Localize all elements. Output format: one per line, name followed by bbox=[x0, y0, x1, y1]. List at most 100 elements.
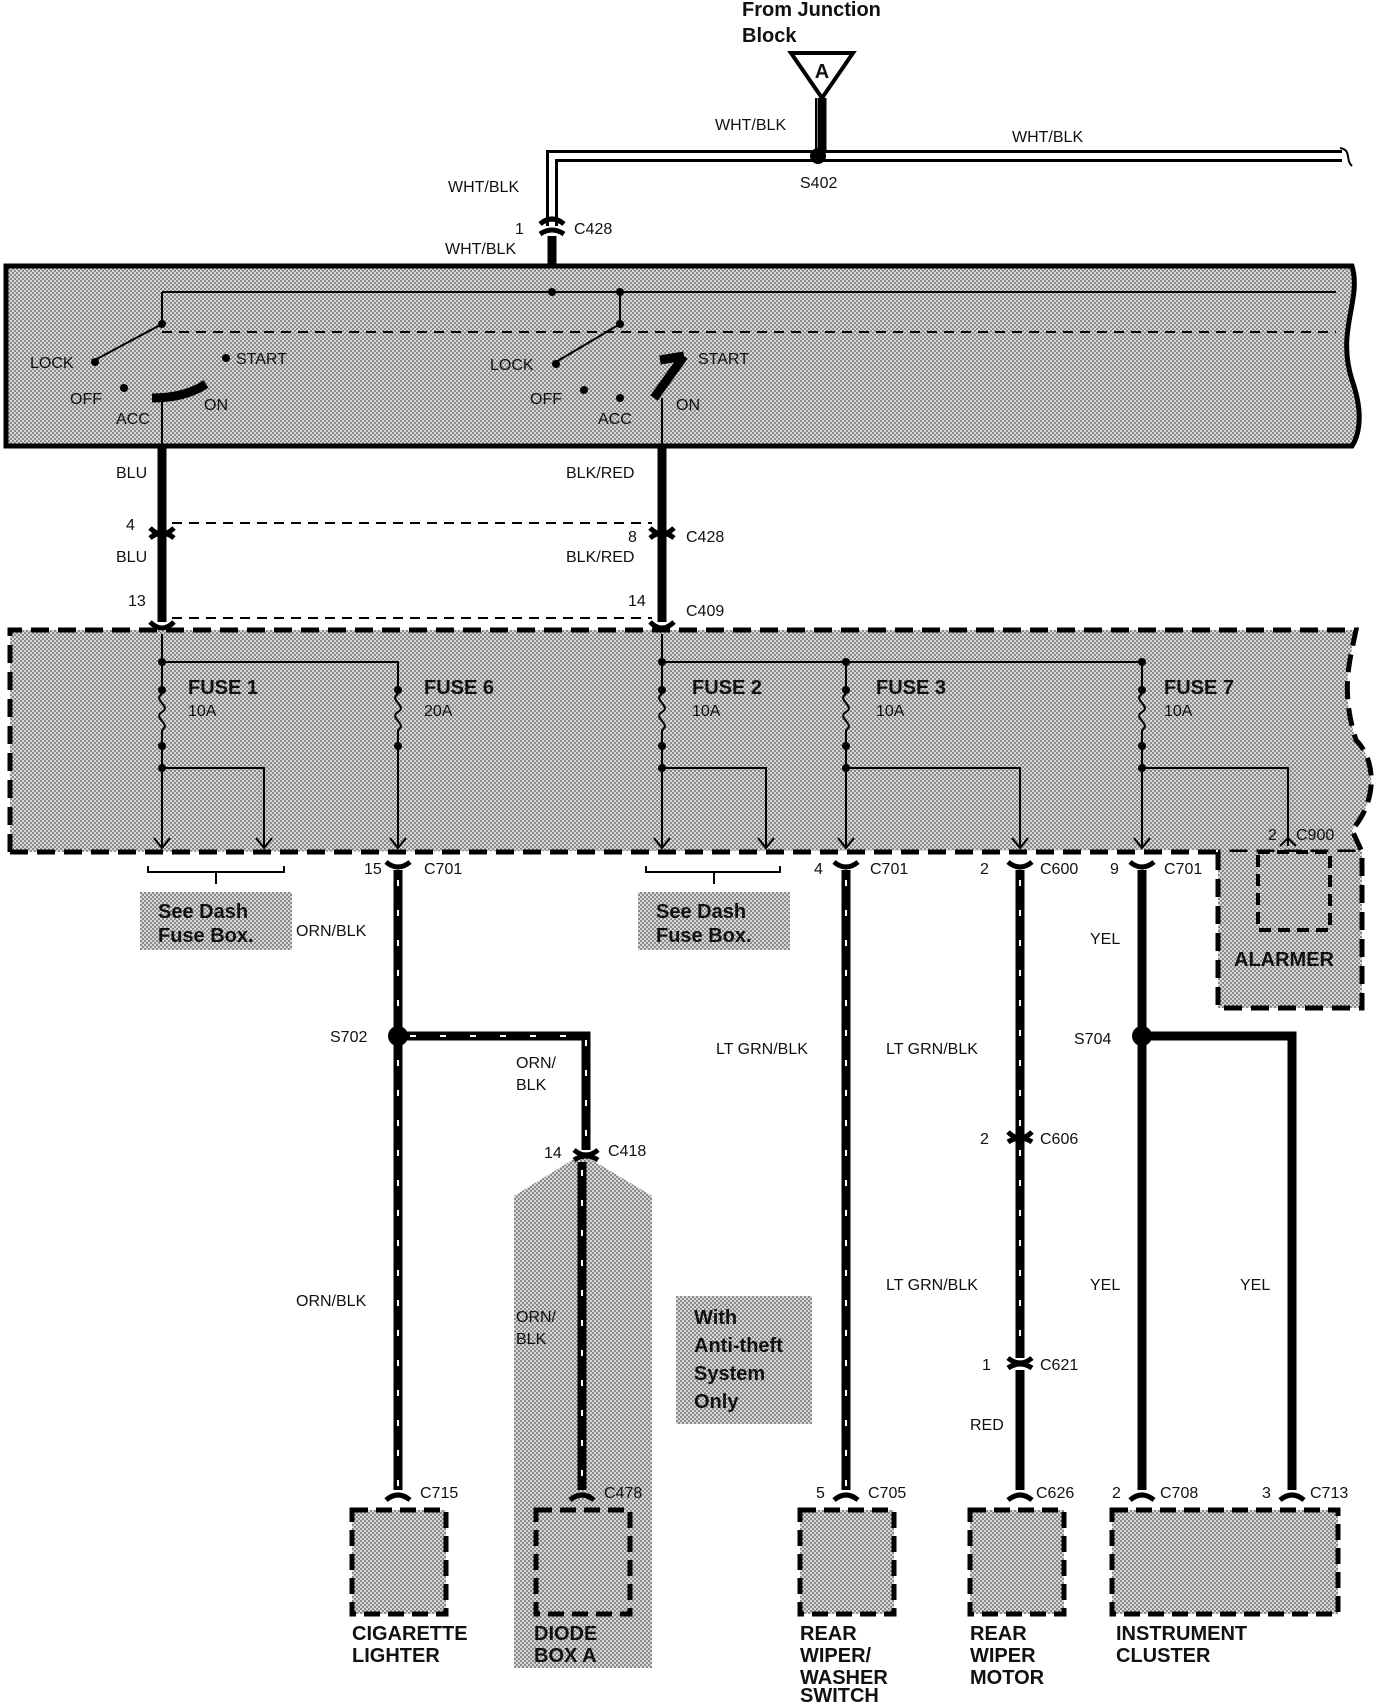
rear-wiper-motor-box bbox=[967, 1507, 1067, 1617]
pin-5: 5 bbox=[816, 1485, 825, 1502]
connector-c715-label: C715 bbox=[420, 1485, 458, 1502]
fuse-7-rating: 10A bbox=[1164, 703, 1193, 720]
pin-4: 4 bbox=[126, 517, 135, 534]
fuse-6: FUSE 6 20A bbox=[389, 677, 494, 850]
ic-label-2: CLUSTER bbox=[1116, 1645, 1211, 1667]
connector-c428-label-mid: C428 bbox=[686, 529, 724, 546]
connector-c705-icon bbox=[832, 1492, 860, 1503]
fuse-7: FUSE 7 10A bbox=[1133, 662, 1297, 850]
fuse-1-symbol-icon bbox=[158, 693, 166, 731]
switch1-on: ON bbox=[204, 397, 228, 414]
fuse-bus-1 bbox=[161, 634, 399, 688]
fuse-7-name: FUSE 7 bbox=[1164, 677, 1234, 699]
fuse-2: FUSE 2 10A bbox=[653, 662, 775, 850]
splice-s402-label: S402 bbox=[800, 175, 837, 192]
fuse-3-symbol-icon bbox=[842, 693, 850, 731]
wire-label-blk: BLK bbox=[516, 1077, 547, 1094]
wire-label-lt-grn-blk-a: LT GRN/BLK bbox=[716, 1041, 808, 1058]
connector-c701-15-icon bbox=[384, 859, 412, 870]
anti-theft-line2: Anti-theft bbox=[694, 1335, 783, 1357]
circuit-cigarette-lighter: 15 C701 ORN/BLK S702 ORN/BLK C715 CIGARE… bbox=[296, 859, 468, 1667]
source-label-line1: From Junction bbox=[742, 0, 881, 21]
connector-c409-blkred-icon bbox=[648, 620, 676, 631]
pin-14-c409: 14 bbox=[628, 593, 646, 610]
connector-c409-blu-icon bbox=[148, 620, 176, 631]
anti-theft-line4: Only bbox=[694, 1391, 739, 1413]
pin-4-c701: 4 bbox=[814, 861, 823, 878]
cig-label-1: CIGARETTE bbox=[352, 1623, 468, 1645]
diode-label-1: DIODE bbox=[534, 1623, 597, 1645]
instrument-cluster-box bbox=[1109, 1507, 1341, 1617]
ic-label-1: INSTRUMENT bbox=[1116, 1623, 1247, 1645]
pin-13: 13 bbox=[128, 593, 146, 610]
connector-c701-9-icon bbox=[1128, 859, 1156, 870]
rear-wiper-washer-switch-box bbox=[797, 1507, 897, 1617]
connector-c478-label: C478 bbox=[604, 1485, 642, 1502]
see-dash-1-line2: Fuse Box. bbox=[158, 925, 254, 947]
rwm-label-1: REAR bbox=[970, 1623, 1027, 1645]
connector-c428-label-top: C428 bbox=[574, 221, 612, 238]
splice-s702-label: S702 bbox=[330, 1029, 367, 1046]
wire-label-orn-blk-a: ORN/BLK bbox=[296, 923, 367, 940]
wire-label-yel-b: YEL bbox=[1090, 1277, 1120, 1294]
fuse-3: FUSE 3 10A bbox=[837, 662, 1029, 850]
connector-c409-label: C409 bbox=[686, 603, 724, 620]
source-label-line2: Block bbox=[742, 25, 797, 47]
connector-triangle-icon bbox=[787, 51, 857, 102]
rws-label-3: WASHER bbox=[800, 1667, 888, 1689]
diode-label-2: BOX A bbox=[534, 1645, 597, 1667]
diode-box-a bbox=[533, 1507, 633, 1617]
wire-label-blu-a: BLU bbox=[116, 465, 147, 482]
wire-label-lt-grn-blk-b: LT GRN/BLK bbox=[886, 1041, 978, 1058]
rws-label-2: WIPER/ bbox=[800, 1645, 872, 1667]
connector-c715-icon bbox=[384, 1492, 412, 1503]
fuse-3-rating: 10A bbox=[876, 703, 905, 720]
switch1-acc: ACC bbox=[116, 411, 150, 428]
connector-c705-label: C705 bbox=[868, 1485, 906, 1502]
connector-c701-label-2: C701 bbox=[870, 861, 908, 878]
ignition-switch-2: LOCK START OFF ACC ON bbox=[490, 320, 749, 446]
splice-s402-dot bbox=[810, 148, 826, 164]
fuse-3-name: FUSE 3 bbox=[876, 677, 946, 699]
switch2-acc: ACC bbox=[598, 411, 632, 428]
see-dash-note-1: See Dash Fuse Box. bbox=[140, 866, 292, 950]
connector-c606-label: C606 bbox=[1040, 1131, 1078, 1148]
fuse-box-border bbox=[7, 627, 1374, 855]
wire-label-wht-blk-a: WHT/BLK bbox=[715, 117, 786, 134]
rws-label-1: REAR bbox=[800, 1623, 857, 1645]
connector-c900-label: C900 bbox=[1296, 827, 1334, 844]
connector-c708-icon bbox=[1128, 1492, 1156, 1503]
circuit-instrument-cluster: 9 C701 YEL S704 YEL YEL 2 C708 3 C713 IN… bbox=[1074, 859, 1348, 1667]
wire-label-wht-blk-b: WHT/BLK bbox=[1012, 129, 1083, 146]
wire-label-orn: ORN/ bbox=[516, 1055, 557, 1072]
junction-block-source: From Junction Block A bbox=[742, 0, 881, 102]
fuse-1-rating: 10A bbox=[188, 703, 217, 720]
wire-label-blu-b: BLU bbox=[116, 549, 147, 566]
switch2-start: START bbox=[698, 351, 749, 368]
wire-label-yel-a: YEL bbox=[1090, 931, 1120, 948]
fuse-6-symbol-icon bbox=[394, 693, 402, 731]
fuse-1-name: FUSE 1 bbox=[188, 677, 258, 699]
anti-theft-note: With Anti-theft System Only bbox=[676, 1296, 812, 1424]
fuse-6-name: FUSE 6 bbox=[424, 677, 494, 699]
connector-c428-top-icon bbox=[538, 216, 566, 227]
connector-c713-icon bbox=[1278, 1492, 1306, 1503]
source-connector-letter: A bbox=[815, 61, 829, 83]
wire-label-wht-blk-c: WHT/BLK bbox=[448, 179, 519, 196]
connector-c713-label: C713 bbox=[1310, 1485, 1348, 1502]
splice-s704-label: S704 bbox=[1074, 1031, 1111, 1048]
anti-theft-line3: System bbox=[694, 1363, 765, 1385]
pin-2-c900: 2 bbox=[1268, 827, 1277, 844]
connector-c701-label-1: C701 bbox=[424, 861, 462, 878]
switch1-off: OFF bbox=[70, 391, 102, 408]
rws-label-4: SWITCH bbox=[800, 1685, 879, 1702]
connector-c701-label-3: C701 bbox=[1164, 861, 1202, 878]
wire-label-wht-blk-d: WHT/BLK bbox=[445, 241, 516, 258]
circuit-diode-box: ORN/ BLK 14 C418 ORN/ BLK C478 DIODE BOX… bbox=[398, 1031, 652, 1668]
switch1-lock: LOCK bbox=[30, 355, 74, 372]
wire-label-yel-c: YEL bbox=[1240, 1277, 1270, 1294]
rwm-label-2: WIPER bbox=[970, 1645, 1036, 1667]
pin-2-c600: 2 bbox=[980, 861, 989, 878]
connector-c478-icon bbox=[568, 1492, 596, 1503]
